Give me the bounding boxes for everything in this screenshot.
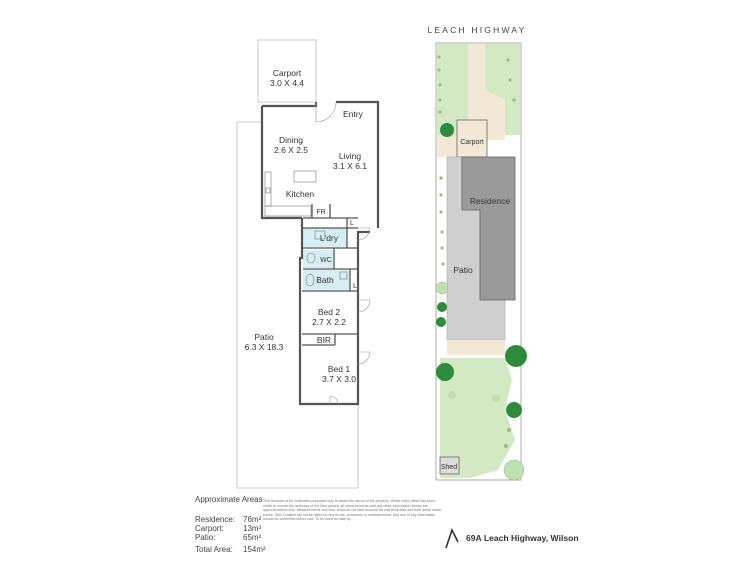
area-label: Residence:	[195, 515, 236, 524]
bath-floor	[303, 270, 349, 290]
patio-dims: 6.3 X 18.3	[245, 342, 284, 352]
area-label: Patio:	[195, 533, 216, 543]
dining-label: Dining	[279, 135, 303, 145]
laundry-label: L'dry	[320, 233, 339, 243]
area-label: Carport:	[195, 524, 224, 534]
site-shed-label: Shed	[441, 464, 457, 471]
shrubs	[437, 55, 516, 448]
area-total-label: Total Area:	[195, 544, 233, 554]
tree	[437, 302, 447, 312]
floor-plan: Carport 3.0 X 4.4 Entry Dining 2.6 X 2.5…	[236, 39, 380, 489]
front-lawn-right	[485, 44, 520, 135]
area-row-total: Total Area: 154m²	[195, 544, 266, 554]
area-value: 13m²	[243, 524, 262, 534]
site-carport-label: Carport	[460, 139, 483, 146]
site-patio-label: Patio	[453, 265, 473, 275]
tree	[436, 363, 454, 381]
kitchen-label: Kitchen	[286, 189, 315, 199]
back-lawn	[440, 358, 515, 478]
tree	[436, 317, 446, 327]
area-row-patio: Patio: 65m²	[195, 533, 263, 542]
tree	[440, 123, 454, 137]
bed1-dims: 3.7 X 3.0	[322, 374, 356, 384]
area-row-carport: Carport: 13m²	[195, 524, 263, 533]
carport-area	[257, 39, 317, 103]
area-row-residence: Residence: 76m²	[195, 515, 263, 524]
kitchen-fixtures	[264, 170, 348, 287]
wc-label: WC	[320, 257, 332, 264]
fridge-label: FR	[316, 209, 325, 216]
brand-logo	[445, 527, 459, 549]
dining-dims: 2.6 X 2.5	[274, 145, 308, 155]
trees	[435, 123, 527, 481]
bir-label: BIR	[317, 335, 331, 345]
property-address: 69A Leach Highway, Wilson	[466, 533, 579, 543]
patio-area	[236, 121, 359, 489]
entry-label: Entry	[343, 109, 364, 119]
living-dims: 3.1 X 6.1	[333, 161, 367, 171]
tree	[506, 402, 522, 418]
patio-label: Patio	[254, 332, 274, 342]
bed1-label: Bed 1	[328, 364, 350, 374]
tree	[492, 394, 500, 402]
wc-floor	[303, 250, 333, 268]
door-swings	[315, 101, 371, 405]
tree	[503, 459, 525, 481]
bed2-dims: 2.7 X 2.2	[312, 317, 346, 327]
bath-linen-label: L	[353, 283, 357, 290]
bath-label: Bath	[316, 275, 334, 285]
site-residence	[461, 156, 516, 301]
driveway	[468, 44, 505, 140]
bed2-label: Bed 2	[318, 307, 340, 317]
site-paving	[447, 340, 505, 355]
living-label: Living	[339, 151, 361, 161]
areas-legend: Approximate Areas Residence: 76m² Carpor…	[195, 495, 266, 554]
site-shed	[439, 456, 460, 475]
area-total-value: 154m²	[243, 544, 266, 554]
area-value: 76m²	[243, 515, 262, 524]
site-residence-label: Residence	[470, 196, 510, 206]
linen-label: L	[350, 220, 354, 227]
front-lawn	[437, 44, 468, 135]
driveway-lower	[437, 135, 457, 157]
disclaimer-text: This floorplan is for illustration purpo…	[263, 499, 442, 522]
tree	[505, 345, 527, 367]
tree	[448, 391, 456, 399]
street-label: LEACH HIGHWAY	[428, 25, 527, 35]
carport-dims: 3.0 X 4.4	[270, 78, 304, 88]
site-plan: LEACH HIGHWAY Carport Patio Residence Sh…	[428, 25, 527, 481]
area-value: 65m²	[243, 533, 262, 543]
site-carport	[456, 119, 488, 158]
interior-walls	[302, 204, 358, 346]
carport-label: Carport	[273, 68, 302, 78]
areas-title: Approximate Areas	[195, 495, 263, 504]
tree	[435, 281, 449, 295]
